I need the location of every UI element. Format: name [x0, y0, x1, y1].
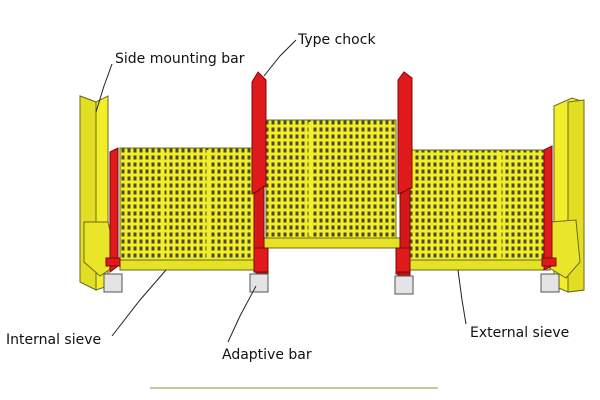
- leader-side-mounting-bar: [95, 63, 113, 113]
- left-edge-chock: [105, 147, 121, 273]
- mounting-feet: [103, 273, 560, 295]
- foot-3: [394, 275, 414, 295]
- leader-adaptive-bar: [227, 285, 257, 343]
- leader-type-chock: [263, 39, 297, 77]
- leader-external-sieve: [457, 269, 467, 325]
- right-side-mounting-bar: [545, 97, 585, 293]
- type-chock-right: [397, 71, 413, 275]
- foot-2: [249, 273, 269, 293]
- foot-1: [103, 273, 123, 293]
- adaptive-bar-right: [395, 247, 411, 279]
- label-internal-sieve: Internal sieve: [6, 332, 101, 348]
- middle-sieve-panel: [257, 119, 405, 249]
- right-edge-chock: [541, 145, 557, 271]
- leader-internal-sieve: [111, 269, 167, 337]
- label-external-sieve: External sieve: [470, 325, 569, 341]
- label-side-mounting-bar: Side mounting bar: [115, 51, 245, 67]
- label-adaptive-bar: Adaptive bar: [222, 347, 312, 363]
- label-type-chock: Type chock: [297, 32, 376, 48]
- type-chock-left: [251, 71, 267, 273]
- external-sieve-panel: [403, 149, 551, 271]
- foot-4: [540, 273, 560, 293]
- internal-sieve-panel: [119, 147, 255, 271]
